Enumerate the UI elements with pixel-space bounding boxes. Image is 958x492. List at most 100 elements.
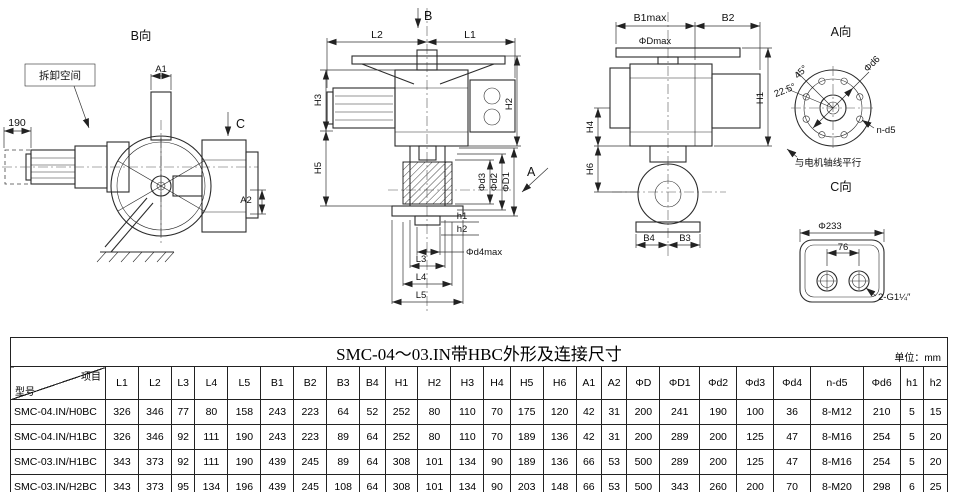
cover-shape (799, 239, 885, 303)
dim-phi-d2-label: Φd2 (489, 173, 500, 191)
value-cell: 95 (170, 474, 196, 492)
value-cell: 70 (483, 424, 511, 450)
value-cell: 92 (170, 449, 196, 475)
value-cell: 439 (260, 449, 295, 475)
value-cell: 308 (384, 474, 419, 492)
drawing-svg: B向 拆卸空间 190 A1 (2, 8, 911, 312)
column-header-7: B3 (326, 366, 361, 400)
value-cell: 5 (899, 449, 925, 475)
view-a-label: A向 (831, 24, 852, 39)
value-cell: 289 (659, 449, 701, 475)
value-cell: 108 (326, 474, 361, 492)
dim-h1-dim: H1 (714, 47, 772, 147)
column-header-18: ΦD1 (659, 366, 701, 400)
value-cell: 70 (773, 474, 812, 492)
table-title-cell: SMC-04～03.IN带HBC外形及连接尺寸 单位：mm (10, 337, 948, 367)
value-cell: 343 (659, 474, 701, 492)
value-cell: 245 (293, 449, 328, 475)
value-cell: 326 (105, 399, 139, 425)
value-cell: 200 (626, 399, 661, 425)
dim-45-label: 45° (792, 63, 810, 81)
value-cell: 20 (923, 424, 948, 450)
value-cell: 243 (260, 399, 295, 425)
dim-a2-label: A2 (240, 195, 252, 206)
value-cell: 80 (417, 424, 452, 450)
dim-190-label: 190 (8, 117, 26, 129)
dim-l2-label: L2 (371, 29, 383, 41)
dim-225-label: 22.5° (773, 81, 798, 100)
value-cell: 190 (227, 449, 262, 475)
dim-b4-label: B4 (643, 233, 655, 244)
value-cell: 125 (736, 449, 775, 475)
value-cell: 80 (417, 399, 452, 425)
value-cell: 373 (137, 474, 172, 492)
value-cell: 8-M12 (810, 399, 864, 425)
value-cell: 190 (699, 399, 738, 425)
dims-b4-b3: B4 B3 (635, 233, 701, 249)
unit-value: mm (924, 353, 941, 364)
gearbox-left-view (172, 139, 259, 233)
value-cell: 53 (600, 474, 628, 492)
value-cell: 254 (862, 449, 901, 475)
dim-h1-small-label: h1 (457, 211, 468, 222)
column-header-25: h2 (923, 366, 948, 400)
value-cell: 189 (509, 424, 544, 450)
view-b-label: B向 (131, 28, 152, 43)
view-front: B L2 L1 (313, 8, 549, 312)
table-title: SMC-04～03.IN带HBC外形及连接尺寸 (336, 344, 622, 364)
column-header-10: H2 (417, 366, 452, 400)
model-cell: SMC-03.IN/H1BC (10, 449, 106, 475)
view-b: B向 拆卸空间 190 A1 (2, 28, 266, 263)
value-cell: 200 (626, 424, 661, 450)
value-cell: 31 (600, 424, 628, 450)
dim-h2: H2 (468, 55, 521, 147)
column-header-24: h1 (899, 366, 925, 400)
value-cell: 89 (326, 424, 361, 450)
value-cell: 298 (862, 474, 901, 492)
value-cell: 80 (194, 399, 229, 425)
value-cell: 175 (509, 399, 544, 425)
dim-phi-d6-label: Φd6 (862, 54, 883, 75)
dim-2g: 2-G1¼″ (865, 287, 911, 303)
dim-n-d5: n-d5 (861, 119, 896, 136)
column-header-14: H6 (542, 366, 577, 400)
dim-h3-label: H3 (313, 94, 324, 106)
value-cell: 203 (509, 474, 544, 492)
dim-a-label: A (527, 165, 536, 179)
column-header-21: Φd4 (773, 366, 812, 400)
dim-76: 76 (826, 242, 860, 266)
value-cell: 110 (450, 424, 485, 450)
value-cell: 64 (359, 424, 386, 450)
value-cell: 101 (417, 474, 452, 492)
value-cell: 47 (773, 424, 812, 450)
stem-coupling (391, 145, 464, 226)
value-cell: 346 (137, 399, 172, 425)
value-cell: 64 (326, 399, 361, 425)
value-cell: 148 (542, 474, 577, 492)
dim-h4-label: H4 (585, 121, 596, 133)
column-header-6: B2 (293, 366, 328, 400)
dims-h1h2-small: h1 h2 (441, 211, 479, 236)
value-cell: 110 (450, 399, 485, 425)
column-header-23: Φd6 (862, 366, 901, 400)
column-header-9: H1 (384, 366, 419, 400)
value-cell: 42 (575, 399, 602, 425)
value-cell: 77 (170, 399, 196, 425)
value-cell: 189 (509, 449, 544, 475)
dims-h3-h5: H3 H5 (313, 69, 395, 207)
disassembly-leader (73, 85, 90, 129)
value-cell: 343 (105, 474, 139, 492)
value-cell: 8-M16 (810, 449, 864, 475)
value-cell: 5 (899, 424, 925, 450)
body-side (609, 63, 761, 147)
model-cell: SMC-04.IN/H1BC (10, 424, 106, 450)
dims-h4-h6: H4 H6 (585, 107, 638, 193)
actuator-body (326, 69, 516, 147)
value-cell: 53 (600, 449, 628, 475)
dim-l3-label: L3 (416, 254, 427, 265)
